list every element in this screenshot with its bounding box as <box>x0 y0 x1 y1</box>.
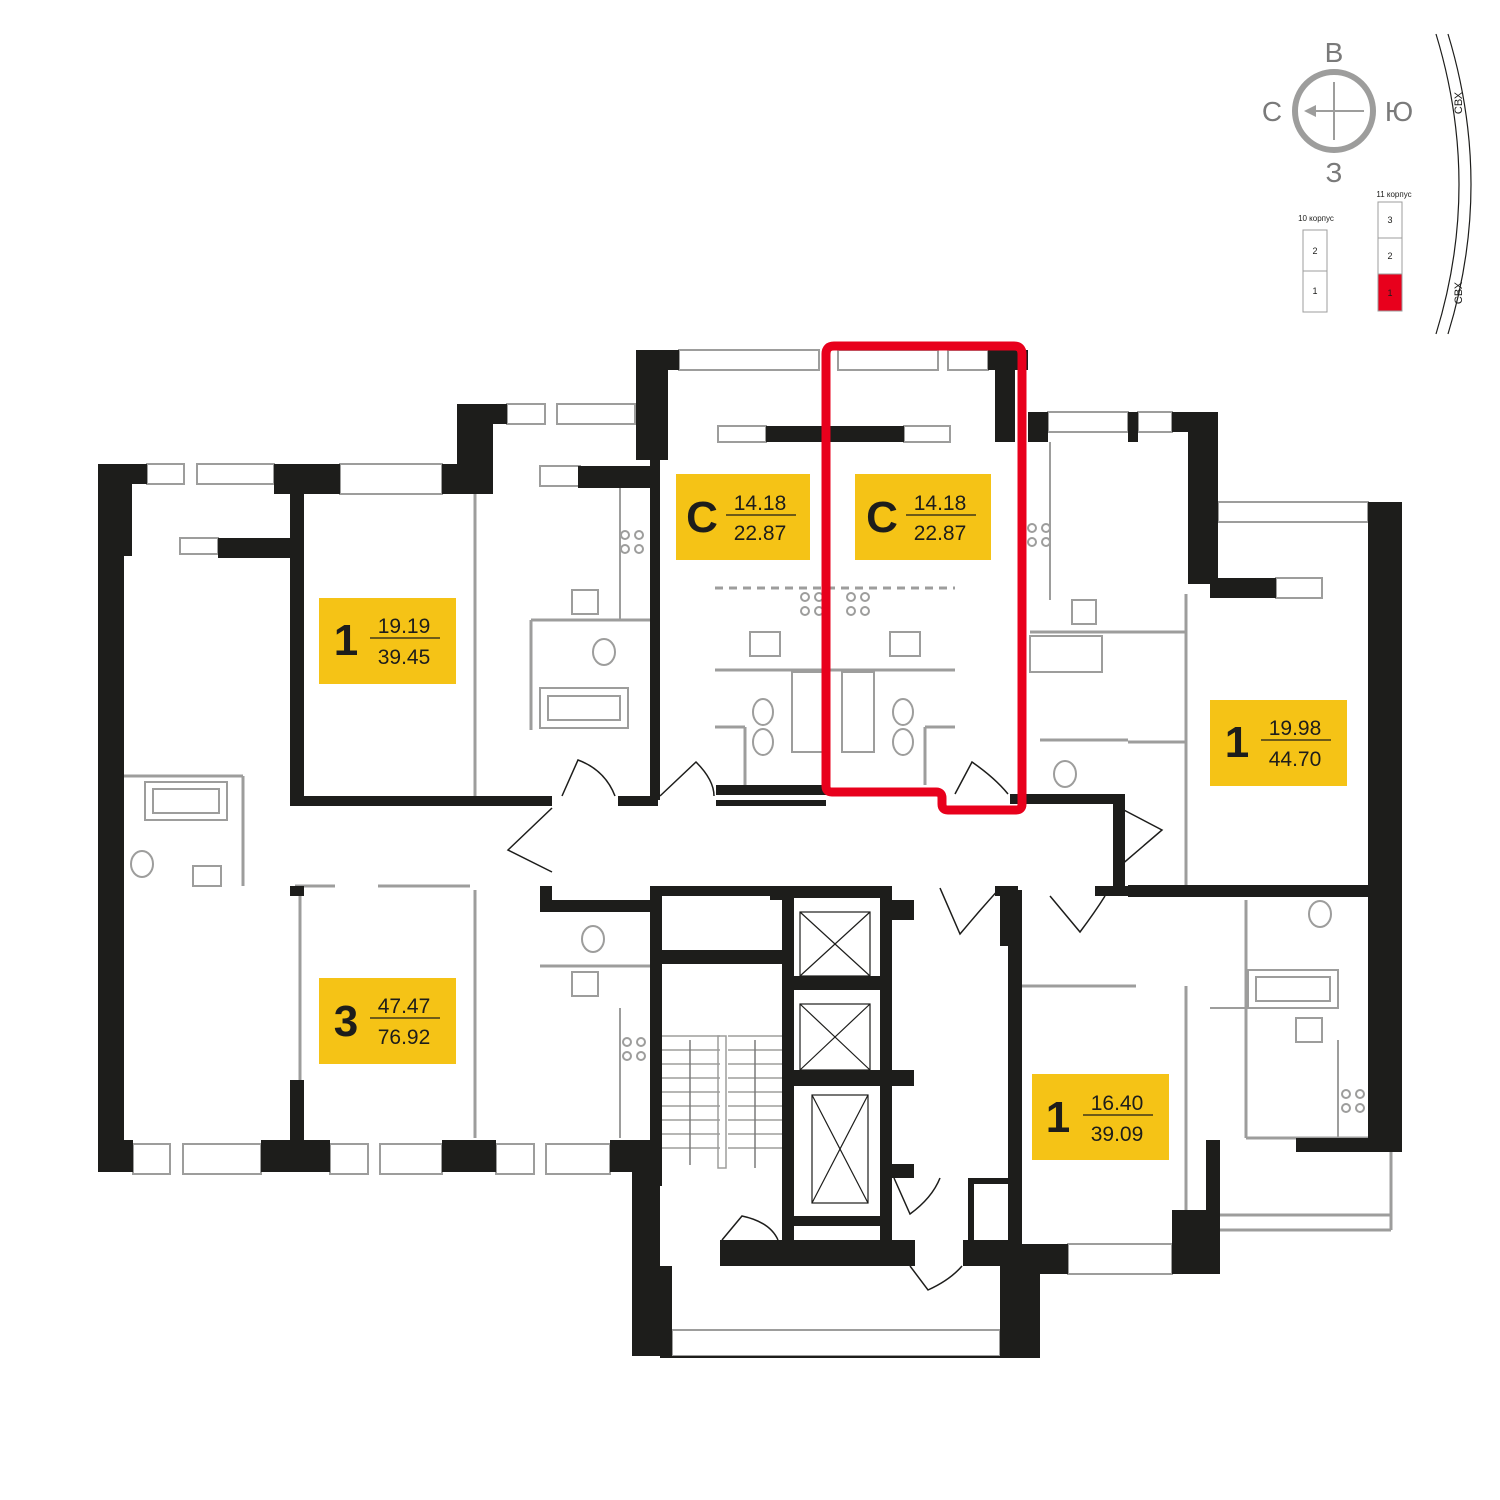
bldg10-floor-1-label: 1 <box>1312 286 1317 296</box>
apartment-label-5[interactable]: 3 47.47 76.92 <box>319 978 456 1064</box>
apartment-type: С <box>866 493 898 542</box>
apartment-label-bg <box>319 598 456 684</box>
apartment-living-area: 47.47 <box>378 995 431 1018</box>
sink <box>192 865 222 887</box>
toilet <box>592 638 616 666</box>
road-label-bottom: СВХ <box>1453 281 1465 304</box>
apartment-total-area: 76.92 <box>378 1026 431 1049</box>
apartment-label-1[interactable]: С 14.18 22.87 <box>676 474 810 560</box>
sink <box>571 971 599 997</box>
toilet <box>581 925 605 953</box>
building-selector: 10 корпус 2 1 11 корпус 3 2 1 <box>1298 190 1412 313</box>
apartment-label-bg <box>319 978 456 1064</box>
bathtub <box>1247 969 1339 1009</box>
apartment-label-bg <box>1032 1074 1169 1160</box>
kitchen-counter <box>619 442 1339 1138</box>
bathtub <box>539 687 629 729</box>
compass-north: В <box>1325 37 1344 68</box>
stove-icon <box>620 523 1365 1113</box>
apartment-type: 3 <box>334 997 358 1046</box>
bldg11-title: 11 корпус <box>1376 190 1411 199</box>
apartment-label-bg <box>676 474 810 560</box>
bldg11-floor-2-label: 2 <box>1387 251 1392 261</box>
compass-east: Ю <box>1385 96 1413 127</box>
bathtub <box>841 671 875 753</box>
toilet <box>892 728 914 756</box>
apartment-label-bg <box>855 474 991 560</box>
apartment-living-area: 16.40 <box>1091 1092 1144 1115</box>
apartment-label-6[interactable]: 1 16.40 39.09 <box>1032 1074 1169 1160</box>
sink <box>571 589 599 615</box>
bldg11-floor-1-label: 1 <box>1387 288 1392 298</box>
apartment-label-4[interactable]: 1 19.98 44.70 <box>1210 700 1347 786</box>
apartment-total-area: 22.87 <box>914 522 967 545</box>
apartment-type: 1 <box>1046 1093 1070 1142</box>
apartment-living-area: 14.18 <box>914 492 967 515</box>
walls <box>98 350 1402 1358</box>
compass-arrow-icon <box>1304 105 1316 117</box>
apartment-label-2[interactable]: С 14.18 22.87 <box>855 474 991 560</box>
apartment-type: 1 <box>1225 718 1249 767</box>
bldg10-floor-2-label: 2 <box>1312 246 1317 256</box>
bldg11-floor-2[interactable] <box>1377 237 1403 275</box>
apartment-living-area: 19.19 <box>378 615 431 638</box>
sink <box>1295 1017 1323 1043</box>
bathtub <box>791 671 825 753</box>
elevator-shafts <box>799 911 871 1204</box>
bldg10-floor-1[interactable] <box>1302 270 1328 313</box>
road-edge-outer <box>1447 33 1472 335</box>
sink <box>1071 599 1097 625</box>
apartment-total-area: 39.09 <box>1091 1123 1144 1146</box>
compass-ring <box>1292 69 1376 153</box>
apartment-living-area: 19.98 <box>1269 717 1322 740</box>
sink <box>749 631 781 657</box>
toilet <box>1308 900 1332 928</box>
compass: В З С Ю <box>1262 37 1413 188</box>
apartment-total-area: 22.87 <box>734 522 787 545</box>
toilet <box>130 850 154 878</box>
apartment-total-area: 44.70 <box>1269 748 1322 771</box>
apartment-total-area: 39.45 <box>378 646 431 669</box>
toilet <box>752 728 774 756</box>
sink <box>889 631 921 657</box>
fixtures <box>130 442 1365 1138</box>
apartment-label-3[interactable]: 1 19.19 39.45 <box>319 598 456 684</box>
compass-west: С <box>1262 96 1282 127</box>
bldg10-title: 10 корпус <box>1298 214 1334 223</box>
stairwell <box>660 1035 782 1169</box>
selected-apartment-outline[interactable] <box>821 341 1027 815</box>
apartment-label-bg <box>1210 700 1347 786</box>
doors <box>506 759 1164 1291</box>
apartment-type: С <box>686 493 718 542</box>
toilet <box>1053 760 1077 788</box>
elevator-3 <box>811 1094 869 1204</box>
apartment-type: 1 <box>334 616 358 665</box>
bathtub <box>144 781 228 821</box>
bldg11-floor-1[interactable] <box>1377 273 1403 312</box>
bathtub <box>1029 635 1103 673</box>
bldg11-floor-3-label: 3 <box>1387 215 1392 225</box>
road: СВХ СВХ <box>1435 33 1472 335</box>
compass-south: З <box>1326 157 1343 188</box>
bldg10-floor-2[interactable] <box>1302 229 1328 272</box>
road-edge-inner <box>1435 33 1460 335</box>
apartment-living-area: 14.18 <box>734 492 787 515</box>
road-label-top: СВХ <box>1453 91 1465 114</box>
